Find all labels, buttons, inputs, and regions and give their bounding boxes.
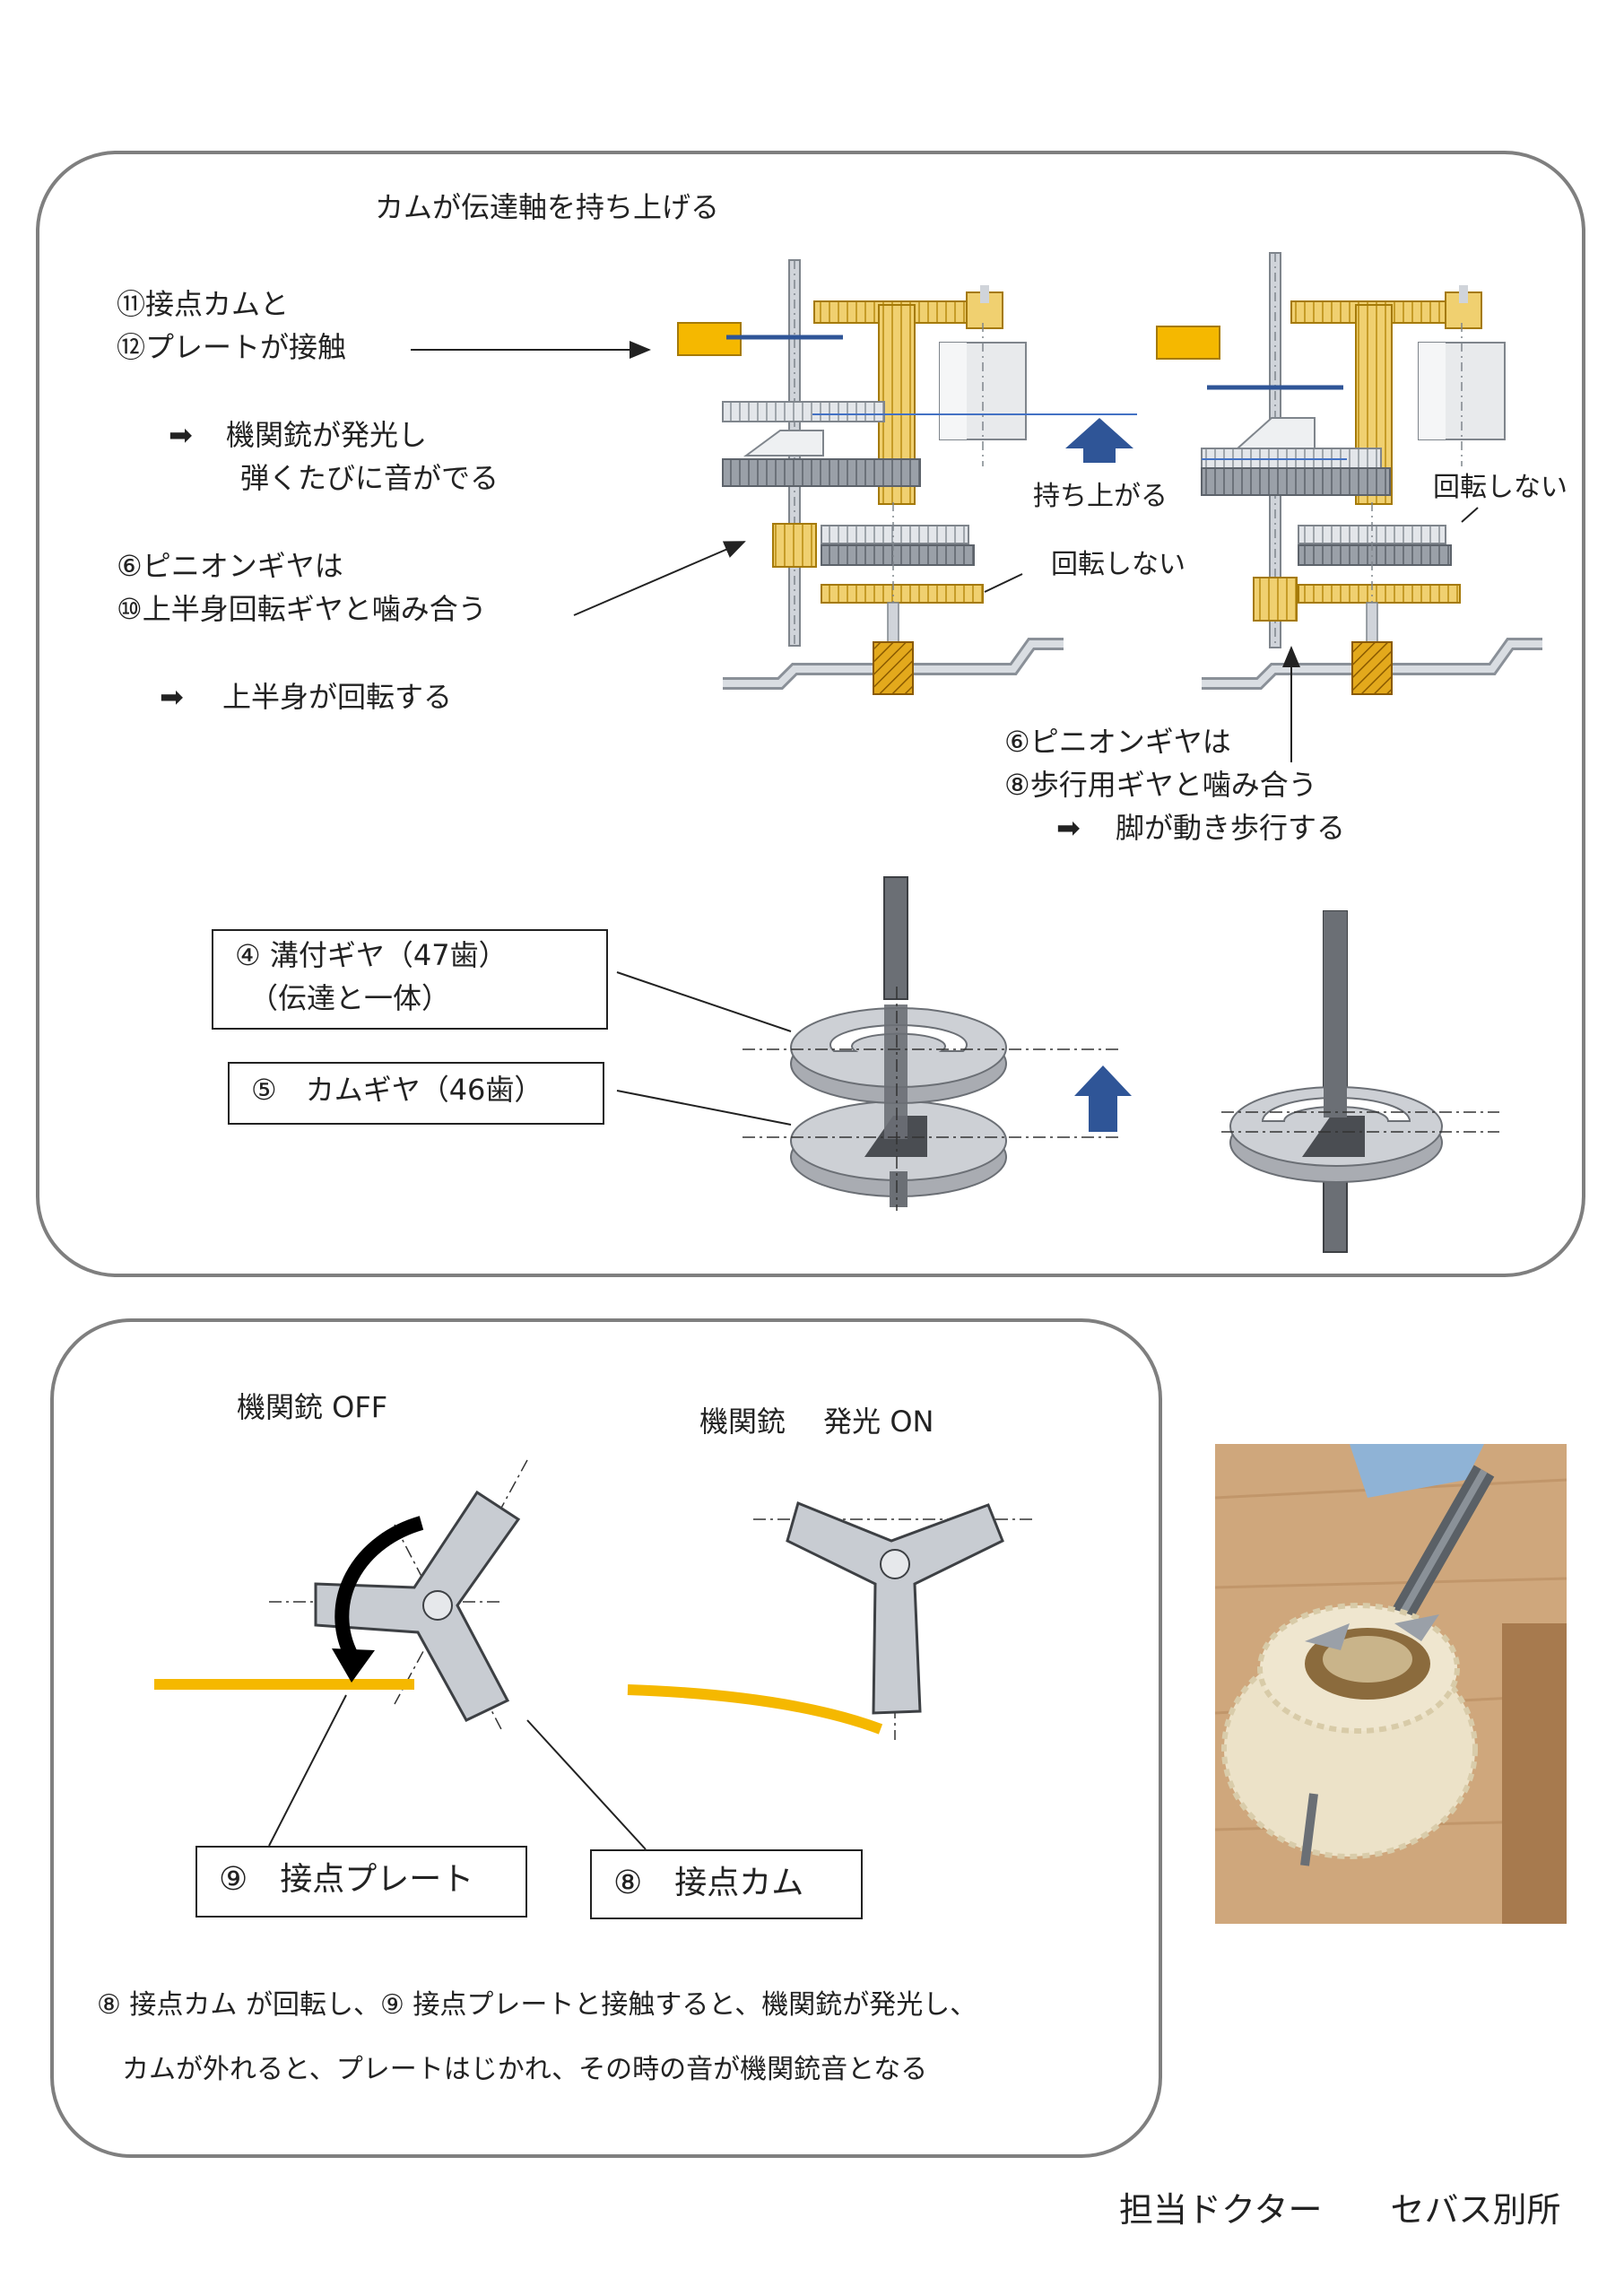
contact-note-line1: ⑪接点カムと [117,287,290,321]
credit: 担当ドクター セバス別所 [1119,2190,1561,2230]
leader-pinion-upper [573,541,746,616]
upper-body-gear-right [1298,544,1452,566]
no-rotate-label-2: 回転しない [1433,472,1568,503]
leader-gear5 [616,1090,792,1126]
lift-arrow [1065,418,1133,463]
walking-gear-right [1298,584,1461,604]
contact-plate-on [627,1684,883,1735]
gun-effect-line1: 機関銃が発光し [226,418,428,452]
contact-note-line2: ⑫プレートが接触 [117,330,347,364]
leader-plate [268,1694,347,1847]
gear4-label-line2: （伝達と一体） [249,981,451,1015]
pinion-walk-line1: ⑥ピニオンギヤは [1004,725,1231,759]
cam-gear-left [722,458,921,487]
pinion-walk-line2: ⑧歩行用ギヤと噛み合う [1004,768,1317,802]
shaft-before [883,876,908,1000]
crank-gear-left [873,641,914,695]
cam-off [154,1459,528,1732]
lift-label: 持ち上がる [1033,481,1168,512]
mechanism-photo [1215,1444,1567,1924]
cam-on [627,1500,1035,1740]
mechanism-right [1156,252,1542,700]
gear4-label-line1: ④ 溝付ギヤ（47歯） [235,938,508,972]
grooved-gear-left [722,401,885,422]
pinion-upper-line2: ⑩上半身回転ギヤと噛み合う [117,592,487,626]
upper-body-gear-left [821,544,975,566]
rotation-arrow [334,1516,424,1659]
contact-plate-right [1156,326,1220,360]
upper-result-text: 上半身が回転する [222,680,453,714]
top-title: カムが伝達軸を持ち上げる [375,190,720,224]
walk-result-text: 脚が動き歩行する [1116,811,1346,845]
plate-label-box: ⑨ 接点プレート [195,1846,527,1918]
plate-label: ⑨ 接点プレート [219,1861,474,1898]
leader-no-rotate-1 [984,573,1023,593]
crank-gear-right [1351,641,1393,695]
leader-no-rotate-2 [1461,507,1479,523]
mechanism-photo-drawing [1215,1444,1567,1924]
walk-result-arrow: ➡ [1056,811,1081,845]
cam-label: ⑧ 接点カム [613,1865,804,1901]
bottom-panel [50,1318,1162,2158]
pinion-gear-right [1253,577,1298,622]
cam-gear-right [1201,467,1391,496]
gear5-label: ⑤ カムギヤ（46歯） [251,1073,543,1107]
contact-cam-off [314,1490,521,1722]
contact-plate-off [154,1679,414,1690]
cam-label-box: ⑧ 接点カム [590,1849,863,1919]
contact-cam-on [786,1500,1004,1715]
mechanism-left [677,259,1137,700]
leader-gear4 [616,971,792,1032]
pinion-gear-left [772,523,817,568]
walking-gear-left [821,584,984,604]
no-rotate-label-1: 回転しない [1051,549,1185,580]
cam-lobe-after [1302,1116,1365,1157]
gun-effect-arrow: ➡ [169,418,193,452]
gun-off-title: 機関銃 OFF [237,1390,388,1424]
cam-gears-before [743,876,1123,1211]
gear4-label-box: ④ 溝付ギヤ（47歯） （伝達と一体） [212,929,608,1030]
explanation-line1: ⑧ 接点カム が回転し、⑨ 接点プレートと接触すると、機関銃が発光し、 [97,1989,977,2021]
explanation-line2: カムが外れると、プレートはじかれ、その時の音が機関銃音となる [122,2054,928,2085]
lift-arrow-2 [1074,1065,1132,1132]
upper-result-arrow: ➡ [160,680,184,714]
pinion-upper-line1: ⑥ピニオンギヤは [117,549,343,583]
gear5-label-box: ⑤ カムギヤ（46歯） [228,1062,604,1125]
gun-on-title: 機関銃 発光 ON [699,1405,934,1439]
leader-cam [526,1719,647,1850]
gun-effect-line2: 弾くたびに音がでる [240,461,499,495]
cam-gears-after [1221,910,1499,1253]
